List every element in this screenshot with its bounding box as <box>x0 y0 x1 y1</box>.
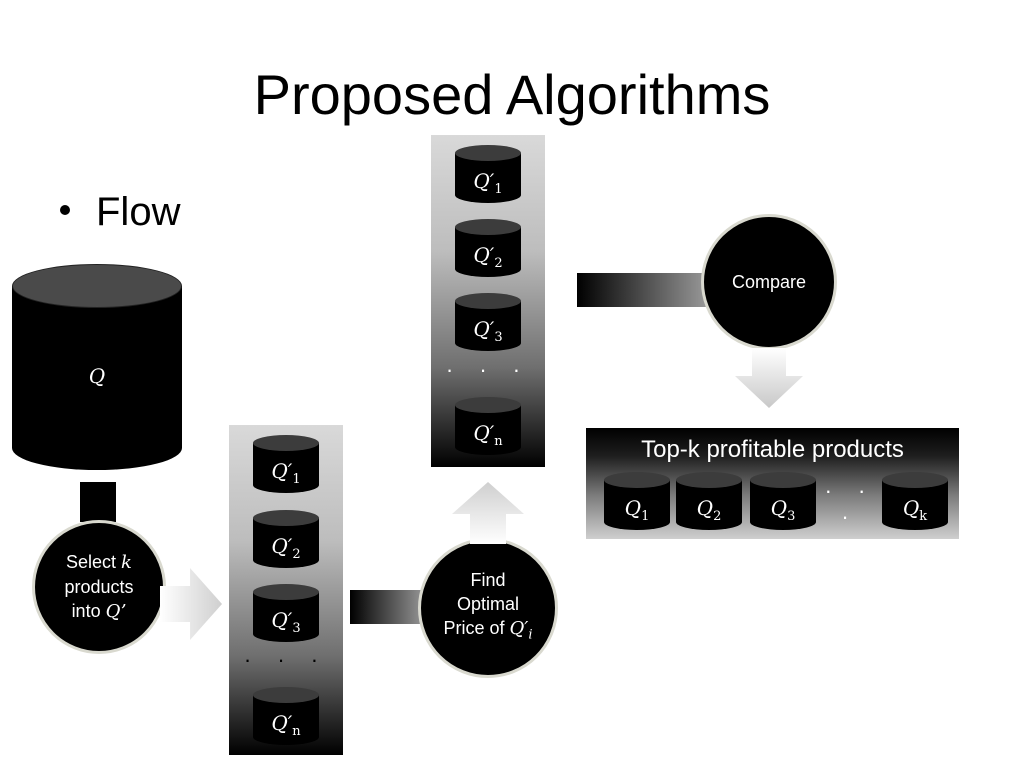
top-k-panel: Top-k profitable products Q1 Q2 Q3 · · ·… <box>586 428 959 539</box>
result-cylinder: Q1 <box>604 472 670 530</box>
compare-circle: Compare <box>701 214 837 350</box>
database-cylinder: Q <box>12 264 182 470</box>
arrow-right-icon <box>160 568 222 640</box>
candidate-cylinder: Q′1 <box>253 435 319 493</box>
result-cylinder: Q2 <box>676 472 742 530</box>
top-k-header: Top-k profitable products <box>641 436 904 463</box>
candidate-cylinder: Q′2 <box>253 510 319 568</box>
bullet-dot-icon <box>60 205 70 216</box>
arrow-up-icon <box>452 482 524 544</box>
ellipsis: · · · <box>243 647 329 672</box>
candidate-cylinder: Q′3 <box>455 293 521 351</box>
candidate-cylinder: Q′n <box>455 397 521 455</box>
ellipsis: · · · <box>824 478 876 529</box>
compare-label: Compare <box>731 272 807 292</box>
find-optimal-price-circle: Find Optimal Price of Q′i <box>418 538 558 678</box>
arrow-down-icon <box>735 348 803 408</box>
bullet-text: Flow <box>96 190 181 234</box>
candidate-cylinder: Q′2 <box>455 219 521 277</box>
candidate-panel-left: Q′1 Q′2 Q′3 · · · Q′n <box>229 425 343 755</box>
candidate-cylinder: Q′1 <box>455 145 521 203</box>
database-label: Q <box>88 364 106 388</box>
list-compare-connector <box>577 273 709 307</box>
candidate-panel-top: Q′1 Q′2 Q′3 · · · Q′n <box>431 135 545 467</box>
result-cylinder: Q3 <box>750 472 816 530</box>
ellipsis: · · · <box>445 357 531 382</box>
bullet-flow: Flow <box>60 190 180 235</box>
candidate-cylinder: Q′n <box>253 687 319 745</box>
slide-title: Proposed Algorithms <box>253 63 771 126</box>
select-products-circle: Select k products into Q’ <box>32 520 166 654</box>
list-price-connector <box>350 590 426 624</box>
result-cylinder: Qk <box>882 472 948 530</box>
candidate-cylinder: Q′3 <box>253 584 319 642</box>
db-select-connector <box>80 482 116 522</box>
